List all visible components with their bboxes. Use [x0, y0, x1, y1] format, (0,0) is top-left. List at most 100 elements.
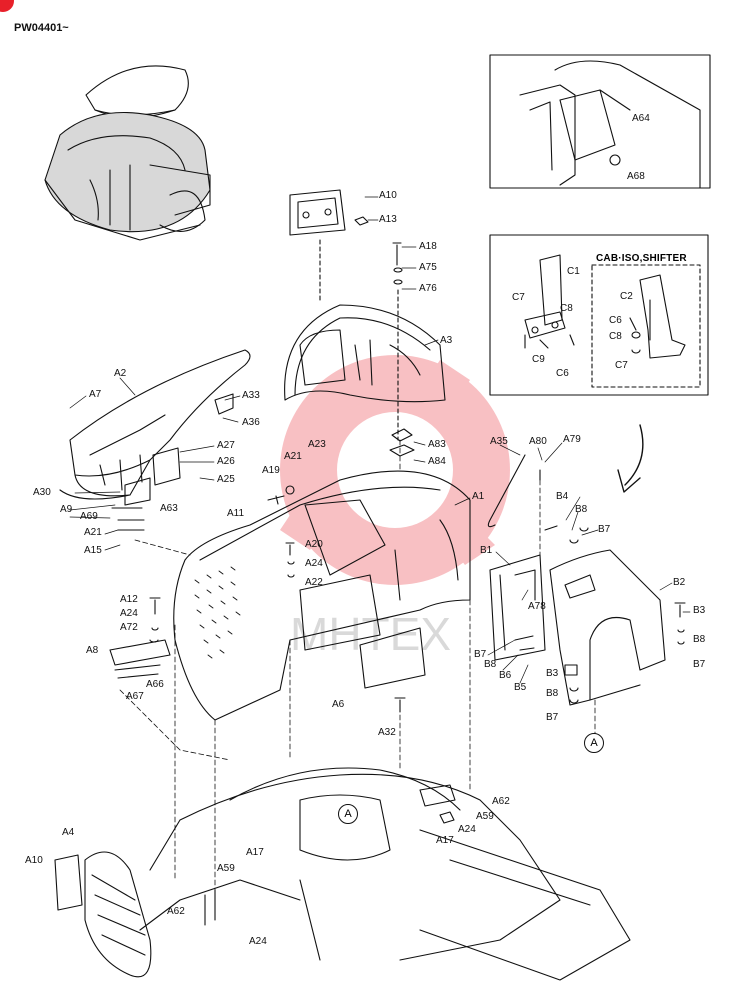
label-a21-mid: A21	[284, 451, 302, 462]
label-a59-bottom: A59	[217, 863, 235, 874]
label-c6-a: C6	[556, 368, 569, 379]
label-c8-a: C8	[560, 303, 573, 314]
inset-box-top	[489, 54, 711, 189]
label-a62-right: A62	[492, 796, 510, 807]
label-a30: A30	[33, 487, 51, 498]
bracket-b1	[489, 554, 546, 661]
label-a27: A27	[217, 440, 235, 451]
part-code: PW04401~	[14, 22, 69, 34]
label-a11: A11	[227, 508, 245, 519]
seat-overview-thumbnail	[44, 65, 211, 241]
inset-top-parts	[519, 60, 701, 189]
label-a20: A20	[305, 539, 323, 550]
label-a26: A26	[217, 456, 235, 467]
label-a9: A9	[60, 504, 73, 515]
label-a7: A7	[89, 389, 102, 400]
label-a3: A3	[440, 335, 453, 346]
label-b7-c: B7	[474, 649, 487, 660]
label-c6-b: C6	[609, 315, 622, 326]
label-b7-d: B7	[546, 712, 559, 723]
label-b6: B6	[499, 670, 512, 681]
label-c1: C1	[567, 266, 580, 277]
fender-a3	[284, 304, 446, 403]
label-a15: A15	[84, 545, 102, 556]
label-a1: A1	[472, 491, 485, 502]
label-c7-b: C7	[615, 360, 628, 371]
label-a64: A64	[632, 113, 650, 124]
label-a67: A67	[126, 691, 144, 702]
label-a24-left: A24	[120, 608, 138, 619]
label-a19: A19	[262, 465, 280, 476]
label-a17-right: A17	[436, 835, 454, 846]
label-b3-a: B3	[693, 605, 706, 616]
plate-a10	[289, 189, 346, 236]
label-a66: A66	[146, 679, 164, 690]
label-a69: A69	[80, 511, 98, 522]
direction-arrow	[617, 424, 644, 493]
label-a2: A2	[114, 368, 127, 379]
cover-a2	[59, 349, 251, 500]
label-a10-bottom: A10	[25, 855, 43, 866]
label-b3-b: B3	[546, 668, 559, 679]
label-a84: A84	[428, 456, 446, 467]
inset-box-mid	[489, 234, 709, 396]
label-b7-a: B7	[598, 524, 611, 535]
label-a25: A25	[217, 474, 235, 485]
label-c8-b: C8	[609, 331, 622, 342]
label-c9: C9	[532, 354, 545, 365]
label-a68: A68	[627, 171, 645, 182]
label-b8-d: B8	[546, 688, 559, 699]
label-b8-b: B8	[693, 634, 706, 645]
reference-marker-a-right: A	[584, 733, 604, 753]
label-a10: A10	[379, 190, 397, 201]
panel-a4	[84, 851, 152, 978]
label-a12: A12	[120, 594, 138, 605]
label-c7-a: C7	[512, 292, 525, 303]
label-b4: B4	[556, 491, 569, 502]
fender-a1	[173, 470, 471, 721]
inset-mid-parts	[524, 254, 686, 359]
label-a59-right: A59	[476, 811, 494, 822]
label-a35: A35	[490, 436, 508, 447]
label-a6: A6	[332, 699, 345, 710]
label-a62-bottom: A62	[167, 906, 185, 917]
label-a63: A63	[160, 503, 178, 514]
label-a32: A32	[378, 727, 396, 738]
label-a80: A80	[529, 436, 547, 447]
label-a83: A83	[428, 439, 446, 450]
inset-dashed-box	[591, 264, 701, 388]
label-a78: A78	[528, 601, 546, 612]
label-a13: A13	[379, 214, 397, 225]
corner-badge	[0, 0, 14, 12]
watermark-logo	[280, 355, 510, 585]
label-a24-bottom: A24	[249, 936, 267, 947]
label-b1: B1	[480, 545, 493, 556]
label-b8-a: B8	[575, 504, 588, 515]
label-b5: B5	[514, 682, 527, 693]
label-a4: A4	[62, 827, 75, 838]
label-a24-mid: A24	[305, 558, 323, 569]
label-a8: A8	[86, 645, 99, 656]
label-a79: A79	[563, 434, 581, 445]
label-a33: A33	[242, 390, 260, 401]
label-a24-right: A24	[458, 824, 476, 835]
label-b2: B2	[673, 577, 686, 588]
label-a23: A23	[308, 439, 326, 450]
reference-marker-a-base: A	[338, 804, 358, 824]
inset-title: CAB·ISO,SHIFTER	[596, 253, 687, 264]
label-b7-b: B7	[693, 659, 706, 670]
label-a36: A36	[242, 417, 260, 428]
bracket-b2	[549, 549, 666, 706]
base-frame	[139, 767, 631, 981]
label-a17-bottom: A17	[246, 847, 264, 858]
label-a75: A75	[419, 262, 437, 273]
label-b8-c: B8	[484, 659, 497, 670]
label-a18: A18	[419, 241, 437, 252]
label-a76: A76	[419, 283, 437, 294]
label-c2: C2	[620, 291, 633, 302]
label-a22: A22	[305, 577, 323, 588]
label-a21-left: A21	[84, 527, 102, 538]
label-a72: A72	[120, 622, 138, 633]
